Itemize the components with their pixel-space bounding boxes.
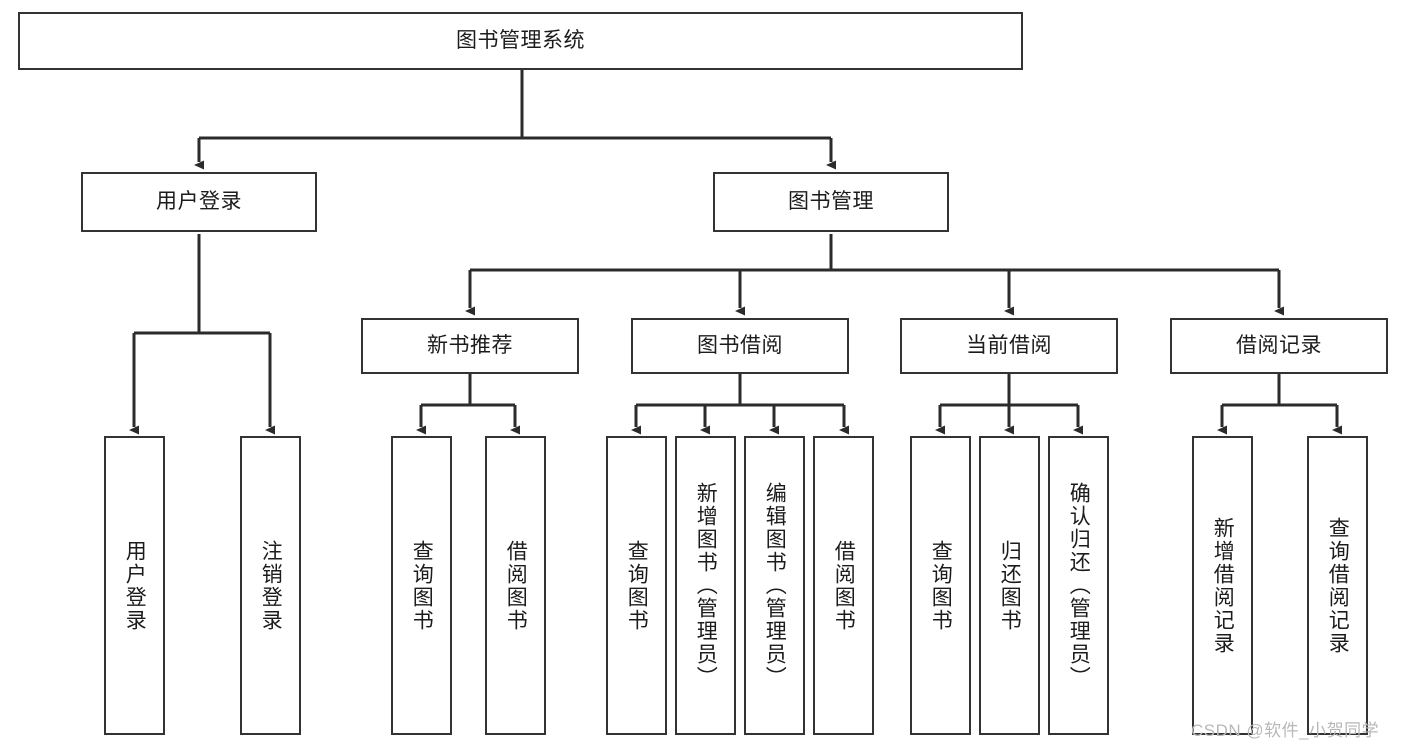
node-leaf-edit-book-admin[interactable]: 编辑图书（管理员） bbox=[744, 436, 805, 735]
node-label: 确认归还（管理员） bbox=[1067, 482, 1091, 689]
node-label: 当前借阅 bbox=[966, 334, 1052, 358]
node-label: 查询图书 bbox=[625, 539, 649, 632]
node-label: 注销登录 bbox=[259, 539, 283, 632]
node-borrow-record[interactable]: 借阅记录 bbox=[1170, 318, 1388, 374]
node-new-book-recommend[interactable]: 新书推荐 bbox=[361, 318, 579, 374]
node-label: 归还图书 bbox=[998, 539, 1022, 632]
node-label: 用户登录 bbox=[123, 539, 147, 632]
node-label: 新增借阅记录 bbox=[1211, 516, 1235, 655]
node-label: 图书借阅 bbox=[697, 334, 783, 358]
node-leaf-user-login[interactable]: 用户登录 bbox=[104, 436, 165, 735]
node-leaf-add-borrow-record[interactable]: 新增借阅记录 bbox=[1192, 436, 1253, 735]
node-leaf-query-book-current[interactable]: 查询图书 bbox=[910, 436, 971, 735]
node-leaf-return-book[interactable]: 归还图书 bbox=[979, 436, 1040, 735]
node-book-borrow[interactable]: 图书借阅 bbox=[631, 318, 849, 374]
node-current-borrow[interactable]: 当前借阅 bbox=[900, 318, 1118, 374]
node-leaf-query-borrow-record[interactable]: 查询借阅记录 bbox=[1307, 436, 1368, 735]
node-label: 新书推荐 bbox=[427, 334, 513, 358]
csdn-watermark: CSDN @软件_小贺同学 bbox=[1191, 721, 1380, 740]
node-leaf-add-book-admin[interactable]: 新增图书（管理员） bbox=[675, 436, 736, 735]
node-leaf-confirm-return-admin[interactable]: 确认归还（管理员） bbox=[1048, 436, 1109, 735]
node-leaf-logout[interactable]: 注销登录 bbox=[240, 436, 301, 735]
node-leaf-borrow-book[interactable]: 借阅图书 bbox=[813, 436, 874, 735]
node-label: 图书管理系统 bbox=[456, 29, 585, 53]
node-label: 查询借阅记录 bbox=[1326, 516, 1350, 655]
node-leaf-borrow-book-recommend[interactable]: 借阅图书 bbox=[485, 436, 546, 735]
node-label: 借阅图书 bbox=[504, 539, 528, 632]
node-user-login[interactable]: 用户登录 bbox=[81, 172, 317, 232]
node-root-book-management-system[interactable]: 图书管理系统 bbox=[18, 12, 1023, 70]
node-book-management[interactable]: 图书管理 bbox=[713, 172, 949, 232]
node-label: 借阅记录 bbox=[1236, 334, 1322, 358]
node-leaf-query-book-borrow[interactable]: 查询图书 bbox=[606, 436, 667, 735]
node-label: 查询图书 bbox=[410, 539, 434, 632]
node-label: 用户登录 bbox=[156, 190, 242, 214]
node-leaf-query-book-recommend[interactable]: 查询图书 bbox=[391, 436, 452, 735]
node-label: 借阅图书 bbox=[832, 539, 856, 632]
node-label: 新增图书（管理员） bbox=[694, 482, 718, 689]
node-label: 编辑图书（管理员） bbox=[763, 482, 787, 689]
node-label: 图书管理 bbox=[788, 190, 874, 214]
node-label: 查询图书 bbox=[929, 539, 953, 632]
